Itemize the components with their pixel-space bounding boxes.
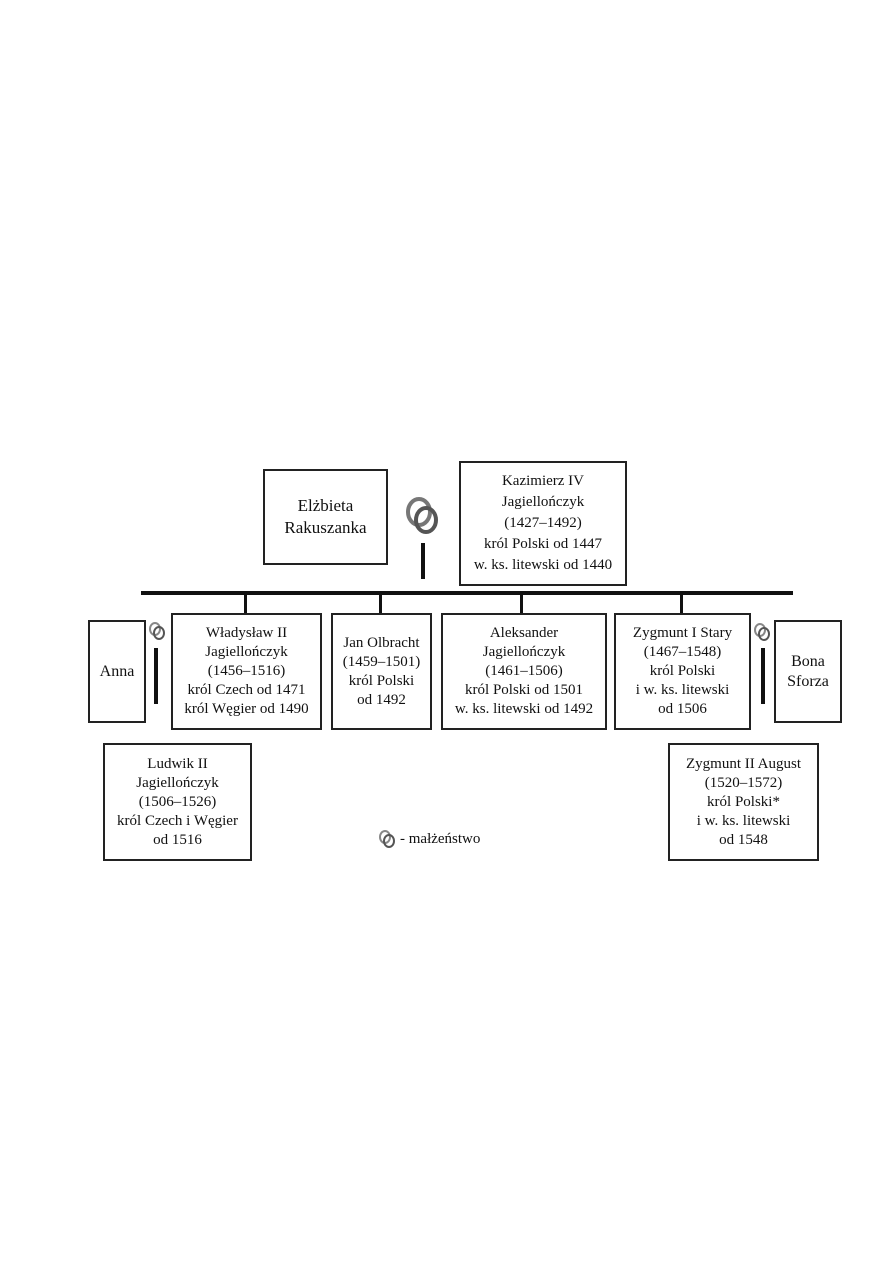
person-box-elzbieta: Elżbieta Rakuszanka	[263, 469, 388, 565]
children-bus-line	[141, 591, 793, 595]
person-box-aleksander: Aleksander Jagiellończyk (1461–1506) kró…	[441, 613, 607, 730]
name-line: Władysław II	[205, 625, 288, 641]
title-line: i w. ks. litewski	[696, 812, 791, 829]
person-box-jan-olbracht: Jan Olbracht (1459–1501) król Polski od …	[331, 613, 432, 730]
name-line: Zygmunt I Stary	[632, 625, 733, 641]
name-line: Rakuszanka	[284, 518, 367, 537]
legend: - małżeństwo	[378, 829, 480, 849]
title-line: od 1506	[658, 701, 707, 717]
title-line: od 1548	[719, 831, 768, 848]
name-line: Sforza	[787, 672, 829, 690]
title-line: w. ks. litewski od 1492	[454, 701, 594, 717]
name-line: Kazimierz IV	[501, 473, 585, 489]
name-line: Jan Olbracht	[343, 634, 420, 651]
ring-icon	[149, 622, 165, 640]
name-line: Zygmunt II August	[686, 755, 801, 772]
title-line: król Węgier od 1490	[184, 701, 309, 717]
marriage-line-bona	[761, 648, 765, 704]
name-line: Aleksander	[489, 625, 559, 641]
person-box-kazimierz: Kazimierz IV Jagiellończyk (1427–1492) k…	[459, 461, 627, 586]
dates-line: (1456–1516)	[207, 663, 286, 679]
title-line: od 1492	[357, 691, 406, 708]
title-line: król Polski	[649, 663, 716, 679]
name-line: Elżbieta	[297, 496, 354, 515]
title-line: król Polski	[348, 672, 415, 689]
child-drop-line	[379, 593, 382, 614]
person-box-ludwik: Ludwik II Jagiellończyk (1506–1526) król…	[103, 743, 252, 861]
person-box-bona: Bona Sforza	[774, 620, 842, 723]
title-line: król Polski od 1447	[484, 536, 602, 552]
title-line: król Czech od 1471	[187, 682, 306, 698]
name-line: Jagiellończyk	[482, 644, 566, 660]
name-line: Bona	[791, 652, 825, 670]
marriage-line-parents	[421, 543, 425, 579]
title-line: i w. ks. litewski	[635, 682, 730, 698]
ring-icon	[379, 830, 395, 848]
ring-icon	[754, 623, 770, 641]
legend-label: - małżeństwo	[400, 830, 481, 847]
title-line: król Czech i Węgier	[117, 812, 238, 829]
title-line: od 1516	[153, 831, 202, 848]
title-line: król Polski*	[707, 793, 780, 810]
dates-line: (1520–1572)	[704, 774, 783, 791]
dates-line: (1461–1506)	[485, 663, 563, 679]
name-line: Jagiellończyk	[136, 774, 219, 791]
name-line: Ludwik II	[147, 755, 208, 772]
title-line: król Polski od 1501	[465, 682, 583, 698]
name-line: Anna	[99, 663, 135, 680]
person-box-zygmunt-august: Zygmunt II August (1520–1572) król Polsk…	[668, 743, 819, 861]
dates-line: (1427–1492)	[504, 515, 582, 531]
dates-line: (1506–1526)	[138, 793, 217, 810]
child-drop-line	[680, 593, 683, 614]
name-line: Jagiellończyk	[501, 494, 585, 510]
ring-icon	[406, 497, 438, 534]
dates-line: (1459–1501)	[342, 653, 421, 670]
marriage-line-anna	[154, 648, 158, 704]
person-box-anna: Anna	[88, 620, 146, 723]
title-line: w. ks. litewski od 1440	[473, 557, 613, 573]
dates-line: (1467–1548)	[643, 644, 722, 660]
name-line: Jagiellończyk	[205, 644, 288, 660]
child-drop-line	[244, 593, 247, 614]
person-box-zygmunt-stary: Zygmunt I Stary (1467–1548) król Polski …	[614, 613, 751, 730]
child-drop-line	[520, 593, 523, 614]
person-box-wladyslaw: Władysław II Jagiellończyk (1456–1516) k…	[171, 613, 322, 730]
